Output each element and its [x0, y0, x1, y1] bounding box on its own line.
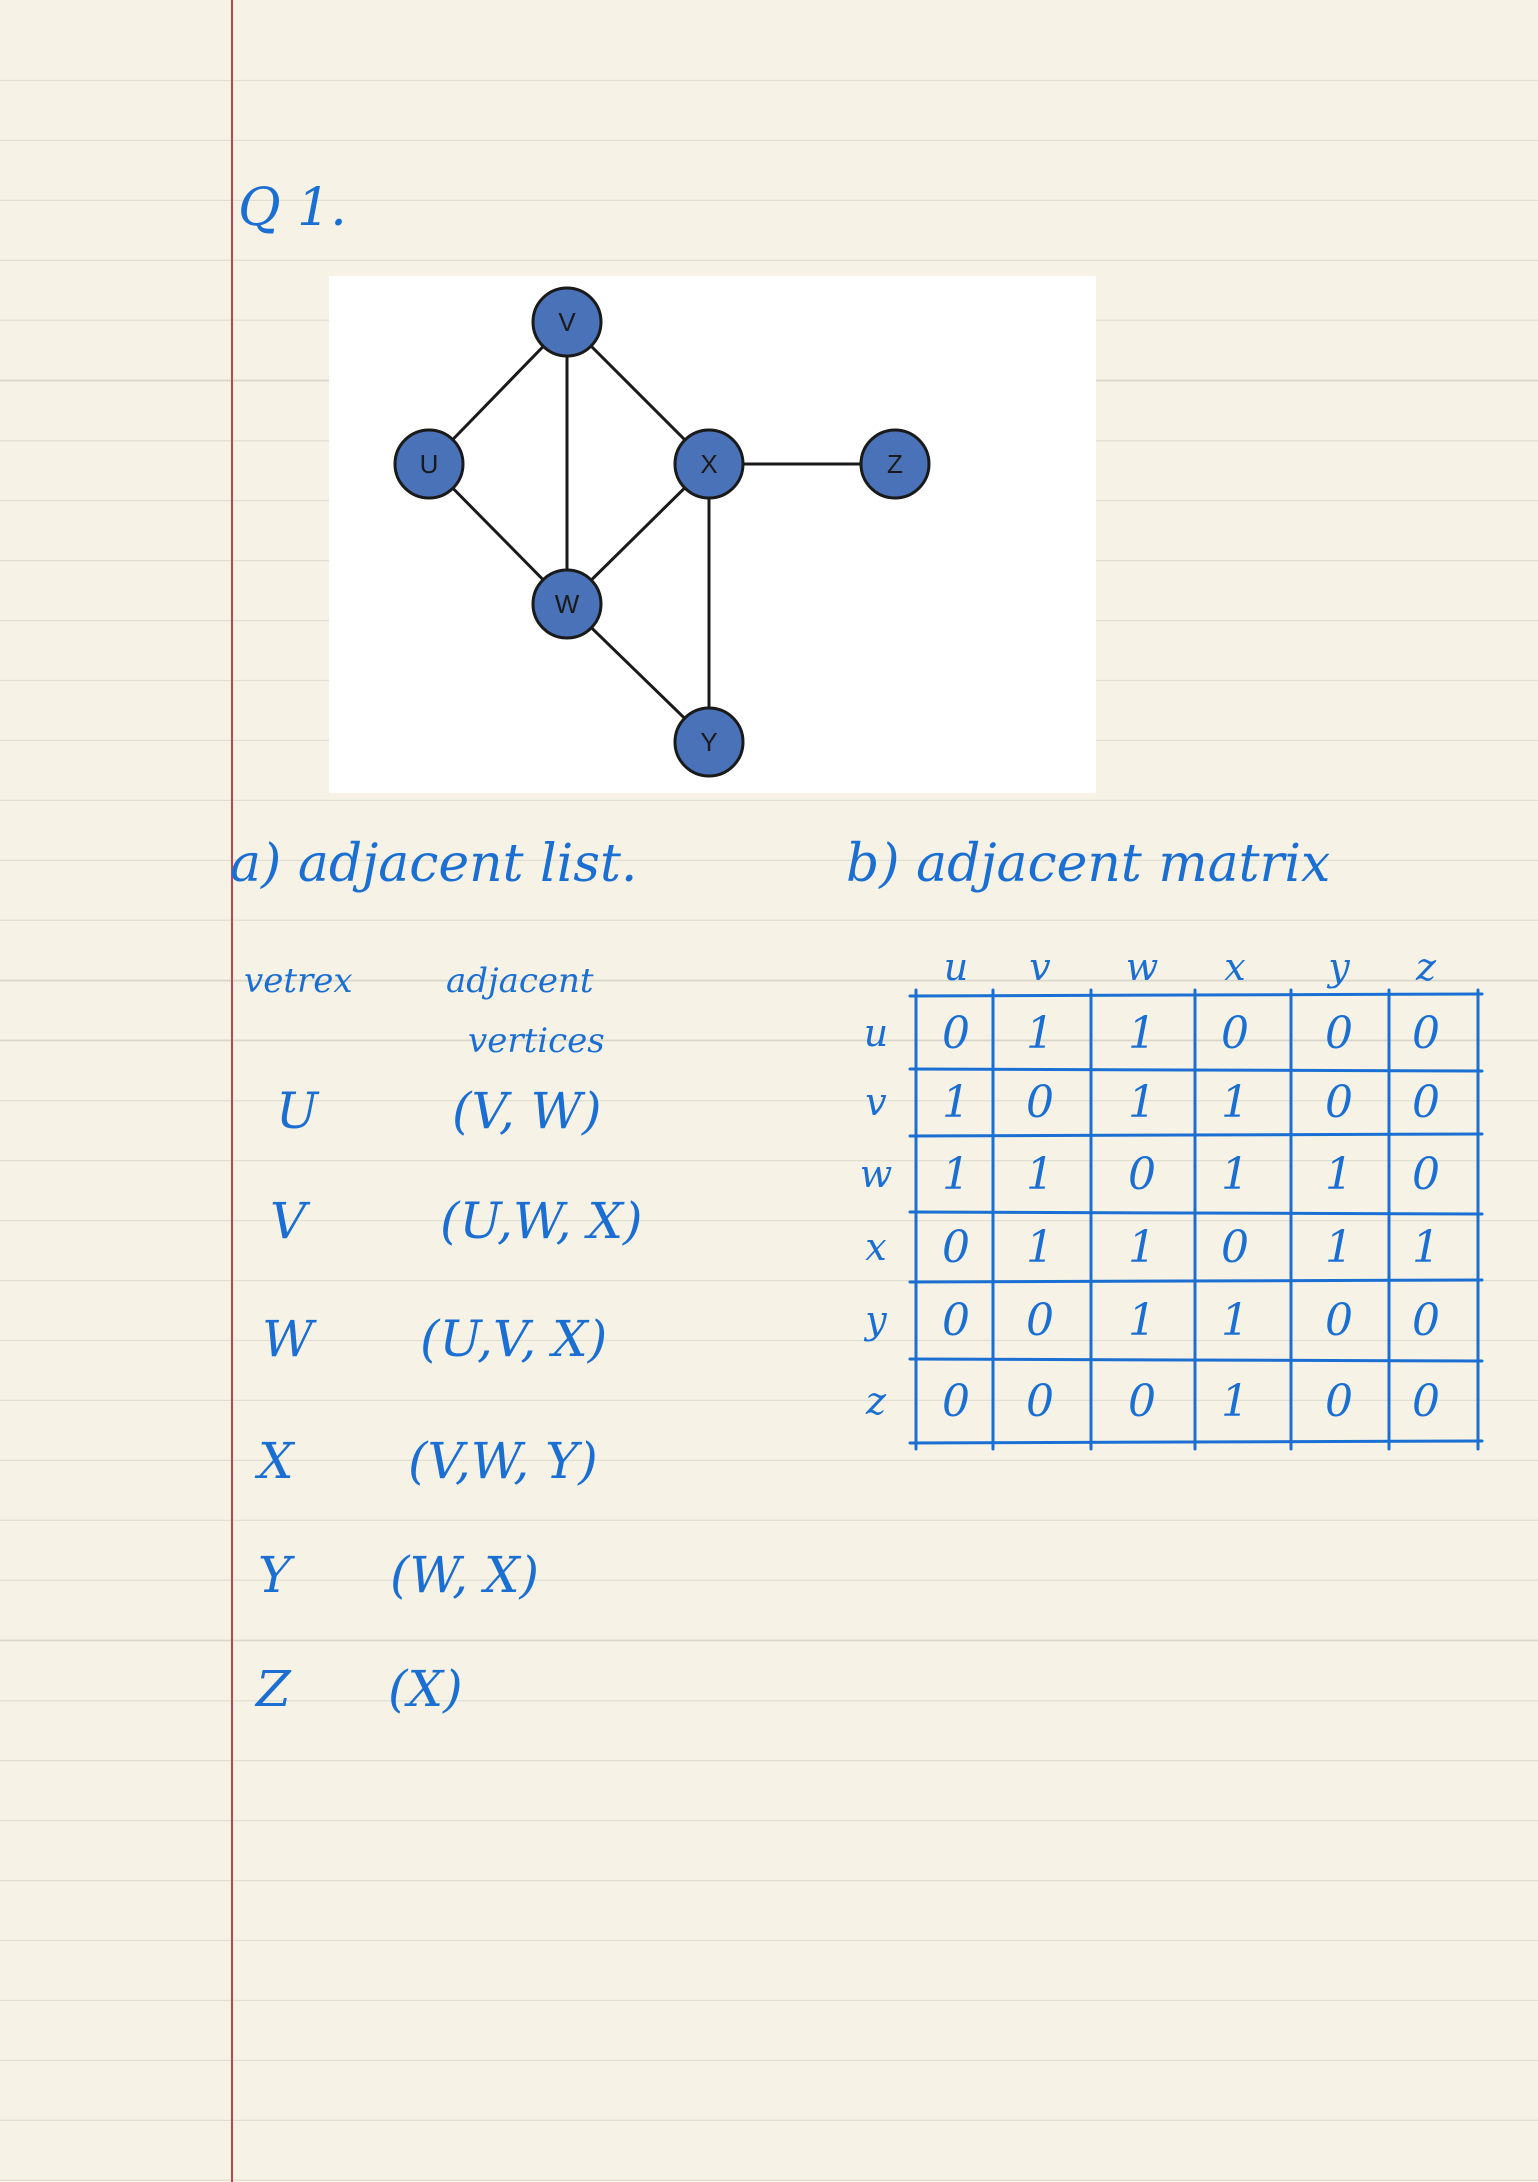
matrix-horizontal-gridline — [908, 1132, 1484, 1138]
vertex-column-header: vetrex — [244, 961, 353, 1001]
matrix-row-label: y — [863, 1298, 887, 1342]
list-vertex: Y — [258, 1546, 292, 1604]
matrix-cell-value: 0 — [1221, 1008, 1249, 1059]
matrix-horizontal-gridline — [908, 992, 1484, 998]
matrix-cell-value: 1 — [942, 1149, 970, 1200]
list-vertex: X — [258, 1432, 294, 1490]
matrix-cell-value: 0 — [1325, 1376, 1353, 1427]
graph-figure: V U X Z W Y — [329, 276, 1096, 793]
matrix-cell-value: 1 — [1128, 1222, 1156, 1273]
matrix-cell-value: 1 — [1128, 1008, 1156, 1059]
matrix-cell-value: 1 — [942, 1077, 970, 1128]
matrix-row-label: v — [865, 1080, 887, 1124]
matrix-cell-value: 1 — [1221, 1376, 1249, 1427]
graph-node-u — [393, 428, 465, 500]
graph-node-y — [673, 706, 745, 778]
matrix-cell-value: 0 — [942, 1222, 970, 1273]
matrix-cell-value: 0 — [942, 1008, 970, 1059]
list-adjacent-vertices: (X) — [388, 1660, 463, 1718]
graph-node-v — [531, 286, 603, 358]
matrix-cell-value: 0 — [1412, 1077, 1440, 1128]
list-vertex: W — [262, 1310, 314, 1368]
adjacency-matrix-heading: b) adjacent matrix — [846, 834, 1331, 894]
graph-node-w — [531, 568, 603, 640]
adjacent-column-header-line1: adjacent — [446, 961, 594, 1001]
adjacency-list-heading: a) adjacent list. — [230, 834, 638, 894]
question-title: Q 1. — [238, 178, 347, 238]
matrix-cell-value: 1 — [1221, 1295, 1249, 1346]
matrix-cell-value: 0 — [1325, 1077, 1353, 1128]
list-adjacent-vertices: (U,W, X) — [440, 1192, 643, 1250]
list-vertex: U — [276, 1082, 319, 1140]
graph-node-label: Z — [887, 449, 903, 479]
matrix-cell-value: 0 — [1026, 1077, 1054, 1128]
matrix-horizontal-gridline — [908, 1210, 1484, 1216]
matrix-column-label: y — [1326, 945, 1350, 989]
list-vertex: V — [270, 1192, 307, 1250]
matrix-cell-value: 0 — [942, 1295, 970, 1346]
graph-node-z — [859, 428, 931, 500]
adjacent-column-header-line2: vertices — [468, 1021, 605, 1061]
matrix-cell-value: 1 — [1221, 1149, 1249, 1200]
graph-diagram: V U X Z W Y — [393, 286, 931, 778]
graph-node-label: W — [555, 589, 580, 619]
matrix-row-label: z — [865, 1379, 887, 1423]
notebook-margin-line — [231, 0, 233, 2182]
matrix-cell-value: 1 — [1128, 1295, 1156, 1346]
matrix-horizontal-gridline — [908, 1357, 1484, 1363]
list-adjacent-vertices: (W, X) — [390, 1546, 540, 1604]
graph-node-label: Y — [700, 727, 717, 757]
graph-node-label: X — [700, 449, 717, 479]
matrix-column-label: w — [1126, 945, 1159, 989]
matrix-cell-value: 1 — [1325, 1222, 1353, 1273]
matrix-row-label: u — [864, 1011, 888, 1055]
matrix-cell-value: 0 — [1026, 1376, 1054, 1427]
matrix-cell-value: 0 — [1325, 1008, 1353, 1059]
matrix-cell-value: 0 — [1412, 1376, 1440, 1427]
matrix-cell-value: 0 — [1026, 1295, 1054, 1346]
matrix-cell-value: 1 — [1026, 1222, 1054, 1273]
matrix-cell-value: 1 — [1128, 1077, 1156, 1128]
matrix-cell-value: 0 — [1128, 1376, 1156, 1427]
matrix-cell-value: 1 — [1221, 1077, 1249, 1128]
graph-node-label: V — [558, 307, 576, 337]
list-adjacent-vertices: (V, W) — [452, 1082, 602, 1140]
list-vertex: Z — [256, 1660, 291, 1718]
matrix-horizontal-gridline — [908, 1278, 1484, 1284]
matrix-cell-value: 0 — [1325, 1295, 1353, 1346]
matrix-horizontal-gridline — [908, 1067, 1484, 1073]
matrix-cell-value: 0 — [942, 1376, 970, 1427]
matrix-cell-value: 1 — [1026, 1008, 1054, 1059]
list-adjacent-vertices: (V,W, Y) — [408, 1432, 598, 1490]
matrix-column-label: u — [944, 945, 968, 989]
graph-node-x — [673, 428, 745, 500]
matrix-cell-value: 1 — [1412, 1222, 1440, 1273]
matrix-column-label: x — [1224, 945, 1245, 989]
matrix-horizontal-gridline — [908, 1439, 1484, 1445]
matrix-cell-value: 0 — [1221, 1222, 1249, 1273]
list-adjacent-vertices: (U,V, X) — [420, 1310, 608, 1368]
matrix-cell-value: 1 — [1026, 1149, 1054, 1200]
matrix-cell-value: 0 — [1412, 1295, 1440, 1346]
matrix-cell-value: 0 — [1412, 1149, 1440, 1200]
matrix-row-label: x — [865, 1225, 886, 1269]
matrix-column-label: z — [1415, 945, 1437, 989]
matrix-cell-value: 1 — [1325, 1149, 1353, 1200]
matrix-column-label: v — [1029, 945, 1051, 989]
graph-node-label: U — [420, 449, 439, 479]
matrix-cell-value: 0 — [1412, 1008, 1440, 1059]
matrix-cell-value: 0 — [1128, 1149, 1156, 1200]
matrix-row-label: w — [860, 1152, 893, 1196]
